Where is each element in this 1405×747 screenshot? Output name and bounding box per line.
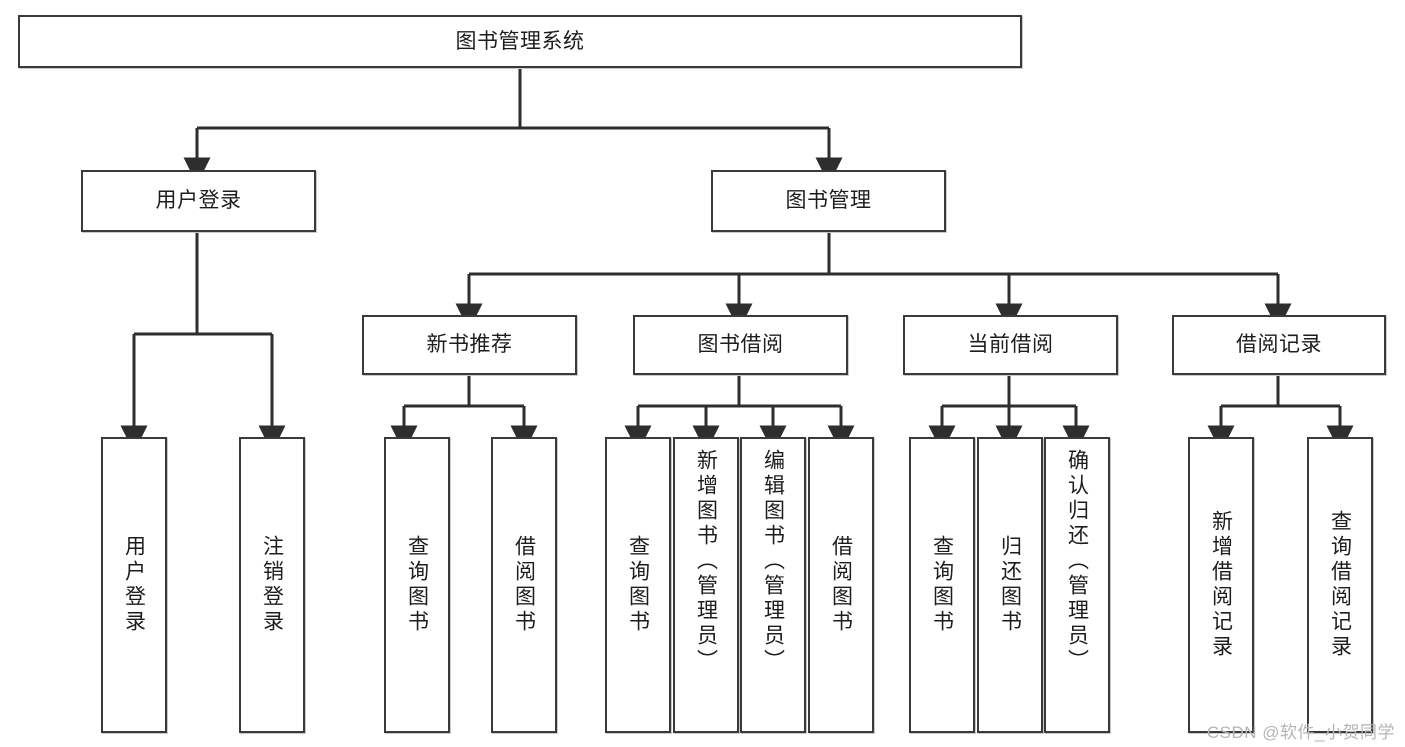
- node-root-label: 图书管理系统: [455, 29, 585, 53]
- node-book-management[interactable]: 图书管理: [711, 170, 946, 232]
- leaf-new-book-1[interactable]: 查询图书: [384, 437, 450, 733]
- leaf-user-login-1[interactable]: 用户登录: [101, 437, 167, 733]
- node-new-book-recommend-label: 新书推荐: [426, 333, 513, 357]
- node-user-login-label: 用户登录: [155, 189, 242, 213]
- leaf-book-borrow-3[interactable]: 编辑图书（管理员）: [740, 437, 806, 733]
- leaf-borrow-record-2[interactable]: 查询借阅记录: [1307, 437, 1373, 733]
- node-current-borrow[interactable]: 当前借阅: [903, 315, 1118, 375]
- leaf-current-borrow-3-label: 确认归还（管理员）: [1065, 449, 1089, 674]
- leaf-book-borrow-4[interactable]: 借阅图书: [808, 437, 874, 733]
- leaf-current-borrow-1[interactable]: 查询图书: [909, 437, 975, 733]
- leaf-borrow-record-1[interactable]: 新增借阅记录: [1188, 437, 1254, 733]
- node-borrow-record[interactable]: 借阅记录: [1172, 315, 1386, 375]
- node-root-book-management-system[interactable]: 图书管理系统: [18, 15, 1022, 68]
- leaf-current-borrow-3[interactable]: 确认归还（管理员）: [1044, 437, 1110, 733]
- node-new-book-recommend[interactable]: 新书推荐: [362, 315, 577, 375]
- leaf-borrow-record-2-label: 查询借阅记录: [1328, 510, 1352, 660]
- leaf-book-borrow-1-label: 查询图书: [626, 535, 650, 635]
- leaf-current-borrow-2-label: 归还图书: [998, 535, 1022, 635]
- leaf-user-login-2-label: 注销登录: [260, 535, 284, 635]
- leaf-new-book-1-label: 查询图书: [405, 535, 429, 635]
- leaf-user-login-2[interactable]: 注销登录: [239, 437, 305, 733]
- node-book-borrow-label: 图书借阅: [697, 333, 784, 357]
- leaf-book-borrow-3-label: 编辑图书（管理员）: [761, 449, 785, 674]
- leaf-current-borrow-2[interactable]: 归还图书: [977, 437, 1043, 733]
- node-book-management-label: 图书管理: [785, 189, 872, 213]
- leaf-borrow-record-1-label: 新增借阅记录: [1209, 510, 1233, 660]
- leaf-book-borrow-2[interactable]: 新增图书（管理员）: [673, 437, 739, 733]
- csdn-watermark: CSDN @软件_小贺同学: [1206, 723, 1395, 742]
- leaf-book-borrow-4-label: 借阅图书: [829, 535, 853, 635]
- leaf-new-book-2[interactable]: 借阅图书: [491, 437, 557, 733]
- leaf-book-borrow-1[interactable]: 查询图书: [605, 437, 671, 733]
- node-borrow-record-label: 借阅记录: [1236, 333, 1322, 357]
- node-user-login[interactable]: 用户登录: [81, 170, 316, 232]
- leaf-current-borrow-1-label: 查询图书: [930, 535, 954, 635]
- leaf-book-borrow-2-label: 新增图书（管理员）: [694, 449, 718, 674]
- node-book-borrow[interactable]: 图书借阅: [633, 315, 848, 375]
- node-current-borrow-label: 当前借阅: [967, 333, 1054, 357]
- leaf-new-book-2-label: 借阅图书: [512, 535, 536, 635]
- leaf-user-login-1-label: 用户登录: [122, 535, 146, 635]
